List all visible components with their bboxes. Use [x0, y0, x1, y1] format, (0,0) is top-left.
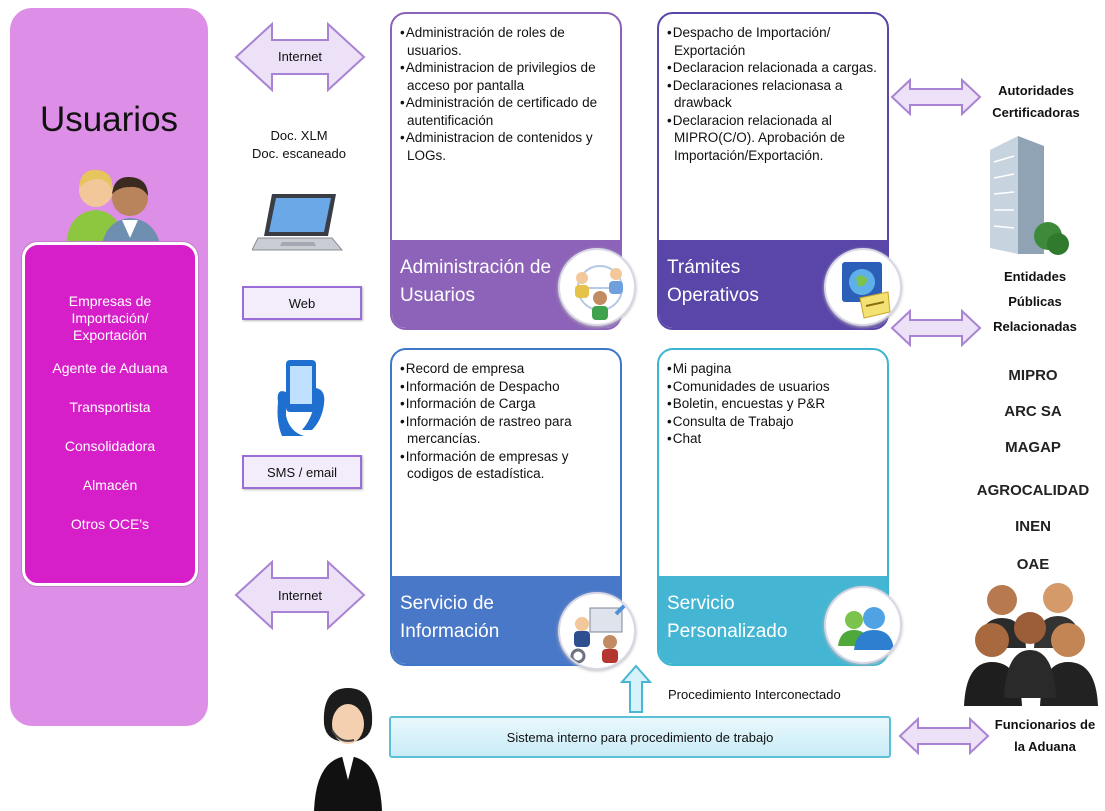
entidades-arrow	[890, 309, 982, 347]
users-group-icon	[824, 586, 902, 664]
autoridades-label: Autoridades Certificadoras	[992, 83, 1080, 120]
officials-group-icon	[964, 583, 1098, 706]
internal-system-box: Sistema interno para procedimiento de tr…	[389, 716, 891, 758]
module-item: Información de rastreo para mercancías.	[400, 413, 614, 448]
internet-top-label: Internet	[277, 49, 323, 64]
entity-mipro: MIPRO	[1008, 367, 1058, 384]
internet-bottom-arrow	[234, 560, 366, 630]
web-channel: Web	[242, 286, 362, 320]
smartphone-icon	[277, 360, 325, 436]
funcionarios-label: Funcionarios de la Aduana	[994, 717, 1096, 754]
module-item: Información de Despacho	[400, 378, 614, 396]
funcionarios-arrow	[898, 717, 990, 755]
entity-arcsa: ARC SA	[1004, 403, 1062, 420]
user-type-item: Consolidadora	[64, 438, 156, 454]
user-type-item: Empresas de Importación/ Exportación	[68, 293, 152, 343]
module-item: Boletin, encuestas y P&R	[667, 395, 881, 413]
module-item: Administración de roles de usuarios.	[400, 24, 614, 59]
user-type-item: Transportista	[69, 399, 151, 415]
user-type-item: Otros OCE's	[70, 516, 150, 532]
operator-headset-icon	[314, 688, 382, 811]
entidades-label: Entidades Públicas Relacionadas	[993, 269, 1077, 334]
internet-bottom-label: Internet	[277, 588, 323, 603]
module-item: Administracion de privilegios de acceso …	[400, 59, 614, 94]
module-item: Declaracion relacionada al MIPRO(C/O). A…	[667, 112, 881, 165]
entity-agrocalidad: AGROCALIDAD	[976, 482, 1090, 499]
module-item: Declaracion relacionada a cargas.	[667, 59, 881, 77]
module-servicio-personalizado: Mi pagina Comunidades de usuarios Boleti…	[657, 348, 889, 666]
users-icon	[66, 169, 162, 258]
module-item: Información de Carga	[400, 395, 614, 413]
internet-top-arrow	[234, 22, 366, 92]
module-item: Comunidades de usuarios	[667, 378, 881, 396]
users-title: Usuarios	[39, 100, 179, 139]
users-panel: Usuarios Empresas de Importación/ Export…	[10, 8, 208, 726]
entity-oae: OAE	[1016, 556, 1050, 573]
support-tools-icon	[558, 592, 636, 670]
module-item: Chat	[667, 430, 881, 448]
module-item: Record de empresa	[400, 360, 614, 378]
module-item: Información de empresas y codigos de est…	[400, 448, 614, 483]
entity-magap: MAGAP	[1005, 439, 1061, 456]
module-item: Administracion de contenidos y LOGs.	[400, 129, 614, 164]
users-list: Empresas de Importación/ Exportación Age…	[22, 242, 198, 586]
user-type-item: Agente de Aduana	[52, 360, 168, 376]
docs-label: Doc. XLM Doc. escaneado	[252, 128, 346, 161]
module-item: Consulta de Trabajo	[667, 413, 881, 431]
module-item: Administración de certificado de autenti…	[400, 94, 614, 129]
web-document-icon	[824, 248, 902, 326]
user-type-item: Almacén	[82, 477, 138, 493]
module-item: Despacho de Importación/ Exportación	[667, 24, 881, 59]
user-network-icon	[558, 248, 636, 326]
module-item: Declaraciones relacionasa a drawback	[667, 77, 881, 112]
up-arrow	[620, 664, 652, 713]
entity-inen: INEN	[1015, 518, 1051, 535]
autoridades-arrow	[890, 78, 982, 116]
sms-email-channel: SMS / email	[242, 455, 362, 489]
procedure-label: Procedimiento Interconectado	[668, 687, 841, 702]
laptop-icon	[252, 194, 344, 251]
building-icon	[990, 136, 1069, 255]
module-item: Mi pagina	[667, 360, 881, 378]
